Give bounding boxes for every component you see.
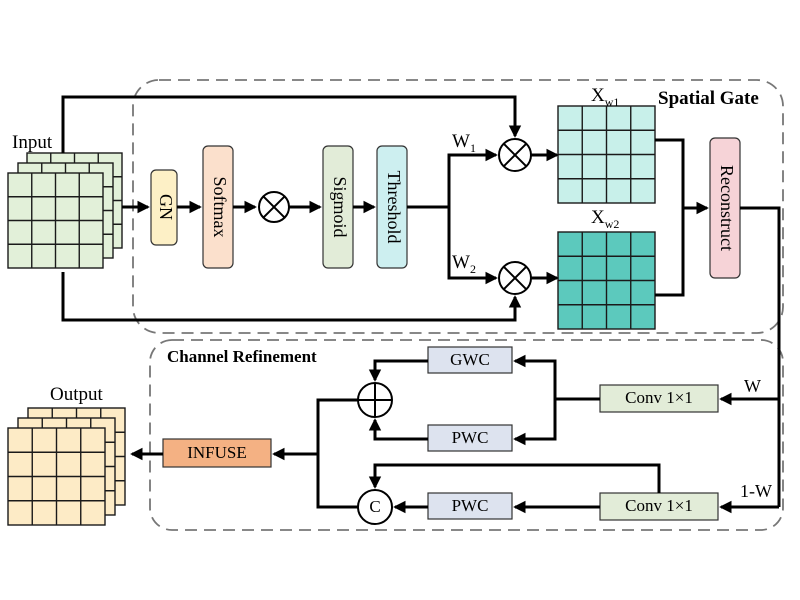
xw1-grid <box>557 105 656 204</box>
reconstruct-block: Reconstruct <box>709 137 741 279</box>
add-out-wire <box>316 398 358 509</box>
input-skip-bottom-wire <box>61 272 522 322</box>
output-label: Output <box>50 384 104 405</box>
svg-text:Threshold: Threshold <box>384 171 404 244</box>
input-label: Input <box>12 132 53 153</box>
input-grid-front <box>7 172 104 269</box>
threshold-block: Threshold <box>376 145 408 269</box>
to-gwc-wire <box>513 354 557 399</box>
xw1-grid-cells <box>557 105 656 204</box>
svg-text:PWC: PWC <box>452 428 489 447</box>
gwc-block: GWC <box>427 346 513 374</box>
w2-label: W2 <box>452 252 476 276</box>
channel-refinement-region <box>149 339 784 531</box>
multiply-icon <box>258 191 290 223</box>
reconstruct-out-wire <box>740 206 781 507</box>
xw2-to-reconstruct-wire <box>655 208 685 297</box>
spatial-gate-title: Spatial Gate <box>658 88 759 109</box>
w1-branch-wire <box>447 148 498 207</box>
xw1-to-reconstruct-wire <box>655 138 709 215</box>
pwc-top-to-add-wire <box>368 418 428 441</box>
gn-block: GN <box>150 169 178 246</box>
xw2-grid-cells <box>557 231 656 330</box>
channel-refinement-title: Channel Refinement <box>167 347 317 366</box>
svg-text:GWC: GWC <box>450 350 490 369</box>
svg-text:Reconstruct: Reconstruct <box>717 165 737 251</box>
conv-top-block: Conv 1×1 <box>599 384 719 413</box>
svg-text:Softmax: Softmax <box>210 177 230 238</box>
sigmoid-block: Sigmoid <box>322 145 354 269</box>
infuse-block: INFUSE <box>162 438 272 468</box>
pwc-top-block: PWC <box>427 424 513 452</box>
concat-icon: C <box>357 489 393 525</box>
conv-bottom-skip-wire <box>368 463 661 493</box>
w1-label: W1 <box>452 131 476 155</box>
svg-text:Sigmoid: Sigmoid <box>330 176 350 237</box>
svg-text:Conv 1×1: Conv 1×1 <box>625 388 693 407</box>
w2-branch-wire <box>447 207 498 285</box>
to-pwc-top-wire <box>513 399 557 446</box>
multiply-w1-icon <box>498 138 532 172</box>
output-feature-map <box>7 407 126 526</box>
input-skip-top-wire <box>61 95 522 153</box>
add-icon <box>357 382 393 418</box>
svg-text:C: C <box>369 497 380 516</box>
one-minus-w-label: 1-W <box>740 481 772 501</box>
softmax-block: Softmax <box>202 145 234 269</box>
input-feature-map <box>7 152 123 269</box>
gwc-to-add-wire <box>368 359 428 382</box>
xw2-label: Xw2 <box>591 207 619 231</box>
svg-text:INFUSE: INFUSE <box>187 443 247 462</box>
svg-text:PWC: PWC <box>452 496 489 515</box>
xw2-grid <box>557 231 656 330</box>
output-grid-front <box>7 427 106 526</box>
w-weight-label: W <box>744 376 761 396</box>
svg-text:Conv 1×1: Conv 1×1 <box>625 496 693 515</box>
xw1-label: Xw1 <box>591 85 619 109</box>
svg-text:GN: GN <box>156 194 176 220</box>
pwc-bottom-block: PWC <box>427 492 513 520</box>
conv-bottom-block: Conv 1×1 <box>599 492 719 521</box>
multiply-w2-icon <box>498 261 532 295</box>
